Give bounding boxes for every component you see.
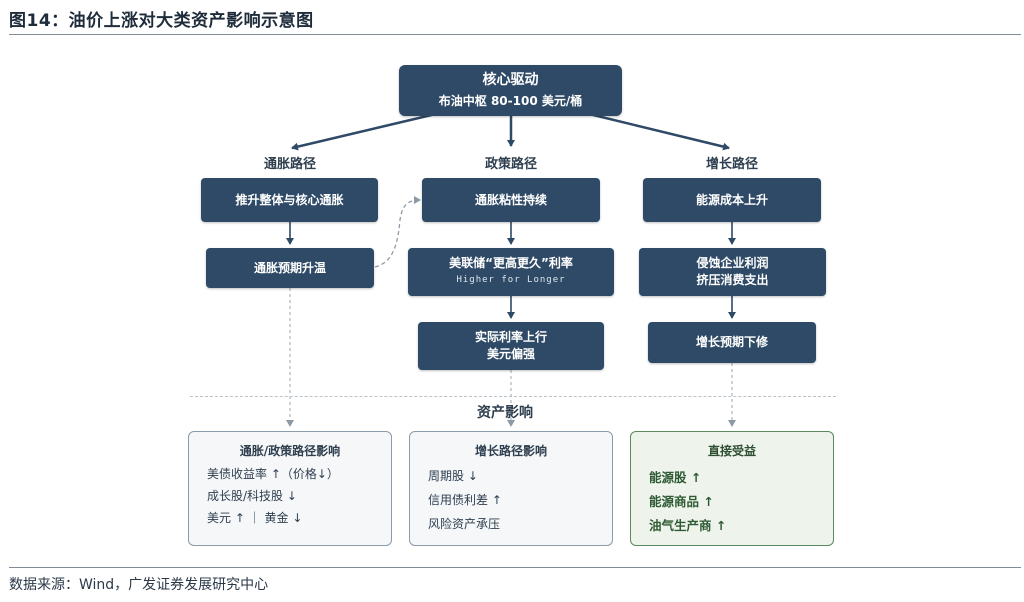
policy-box-1-label: 通胀粘性持续 — [474, 192, 547, 207]
section-divider — [190, 396, 836, 397]
figure-title: 图14：油价上涨对大类资产影响示意图 — [9, 11, 314, 31]
impact-item: 美债收益率 ↑（价格↓） — [207, 467, 339, 481]
impact-item: 周期股 ↓ — [428, 469, 478, 483]
arrow-core-to-growth — [584, 111, 730, 151]
core-title: 核心驱动 — [482, 71, 539, 88]
impact-item: 油气生产商 ↑ — [649, 518, 727, 533]
bottom-divider — [9, 567, 1021, 568]
impact-title-inflation-policy: 通胀/政策路径影响 — [239, 444, 341, 458]
policy-box-2-sublabel: Higher for Longer — [456, 275, 566, 285]
inflation-box-2: 通胀预期升温 — [206, 248, 374, 288]
label-inflation-path: 通胀路径 — [263, 157, 316, 172]
impact-item: 能源商品 ↑ — [649, 494, 714, 509]
inflation-box-2-label: 通胀预期升温 — [253, 260, 326, 275]
impact-box-inflation-policy: 通胀/政策路径影响 美债收益率 ↑（价格↓） 成长股/科技股 ↓ 美元 ↑ ｜ … — [188, 431, 392, 546]
policy-box-3-line1: 实际利率上行 — [474, 330, 547, 344]
impact-title-direct: 直接受益 — [707, 444, 756, 458]
impact-item: 风险资产承压 — [428, 517, 501, 531]
source-note: 数据来源：Wind，广发证券发展研究中心 — [9, 577, 269, 593]
feedback-arrow — [374, 196, 421, 268]
growth-box-3: 增长预期下修 — [648, 322, 816, 363]
core-driver-box: 核心驱动 布油中枢 80-100 美元/桶 — [399, 65, 622, 116]
growth-box-2-line2: 挤压消费支出 — [696, 273, 769, 287]
label-growth-path: 增长路径 — [705, 157, 758, 172]
growth-box-3-label: 增长预期下修 — [695, 335, 768, 349]
arrow-core-to-inflation — [291, 111, 441, 151]
core-subtitle: 布油中枢 80-100 美元/桶 — [438, 93, 583, 108]
policy-box-2: 美联储“更高更久”利率 Higher for Longer — [408, 248, 614, 296]
growth-box-2: 侵蚀企业利润 挤压消费支出 — [639, 248, 826, 296]
top-divider — [9, 34, 1021, 35]
impact-box-growth: 增长路径影响 周期股 ↓ 信用债利差 ↑ 风险资产承压 — [409, 431, 613, 546]
impact-item: 信用债利差 ↑ — [428, 493, 502, 507]
growth-box-1: 能源成本上升 — [643, 178, 821, 222]
policy-box-2-label: 美联储“更高更久”利率 — [449, 256, 573, 270]
asset-impact-label: 资产影响 — [477, 405, 533, 421]
impact-item: 能源股 ↑ — [649, 470, 702, 485]
inflation-box-1-label: 推升整体与核心通胀 — [235, 192, 344, 207]
inflation-box-1: 推升整体与核心通胀 — [201, 178, 378, 222]
impact-item: 美元 ↑ ｜ 黄金 ↓ — [207, 511, 303, 525]
policy-box-3-line2: 美元偏强 — [486, 347, 535, 361]
growth-box-1-label: 能源成本上升 — [695, 192, 768, 207]
label-policy-path: 政策路径 — [484, 157, 537, 172]
impact-item: 成长股/科技股 ↓ — [207, 489, 297, 503]
policy-box-1: 通胀粘性持续 — [422, 178, 600, 222]
impact-box-direct: 直接受益 能源股 ↑ 能源商品 ↑ 油气生产商 ↑ — [630, 431, 834, 546]
policy-box-3: 实际利率上行 美元偏强 — [418, 322, 604, 370]
growth-box-2-line1: 侵蚀企业利润 — [696, 256, 769, 270]
impact-title-growth: 增长路径影响 — [474, 444, 547, 458]
